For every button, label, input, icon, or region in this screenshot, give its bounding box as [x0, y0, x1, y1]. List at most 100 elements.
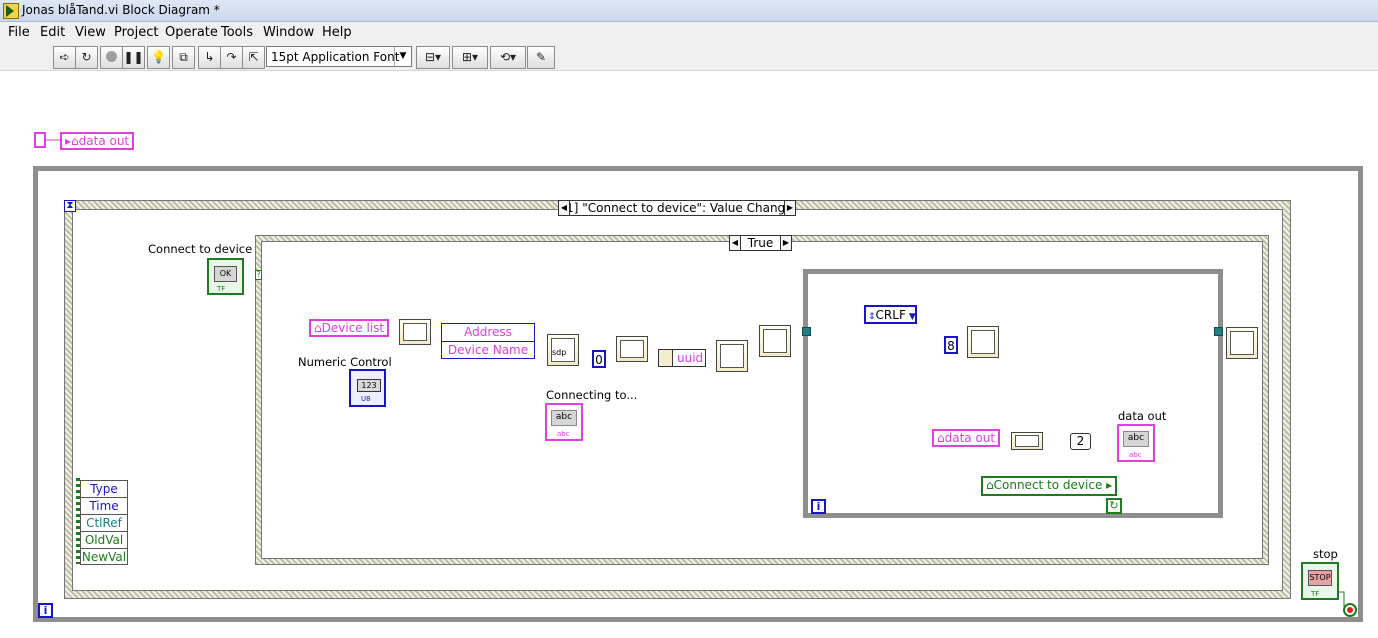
outer-while-loop[interactable] — [33, 166, 1363, 622]
run-continuously-icon[interactable]: ↻ — [75, 46, 98, 69]
bluetooth-close-icon — [763, 329, 787, 353]
bluetooth-close-icon — [1230, 331, 1254, 355]
stop-condition-icon[interactable] — [1343, 603, 1357, 617]
event-data-ctlref: CtlRef — [81, 515, 127, 532]
ok-button-glyph: OK — [214, 266, 237, 282]
bluetooth-sdp-icon: sdp — [551, 338, 575, 362]
string-indicator-glyph: abc — [1123, 431, 1149, 447]
bluetooth-close-connection-node[interactable] — [1226, 327, 1258, 359]
unbundle-address: Address — [464, 325, 512, 339]
stop-button-glyph: STOP — [1308, 570, 1332, 586]
index-array-node[interactable] — [399, 319, 431, 345]
connecting-to-label: Connecting to... — [546, 388, 638, 402]
connect-to-device-local-variable[interactable]: ⌂Connect to device ▸ — [981, 476, 1118, 496]
highlight-execution-icon[interactable]: 💡 — [147, 46, 170, 69]
event-data-newval: NewVal — [81, 550, 127, 564]
data-out-local-label: data out — [78, 134, 130, 148]
menu-project[interactable]: Project — [114, 25, 159, 40]
clean-up-diagram-icon[interactable]: ✎ — [527, 46, 555, 69]
data-out-local-variable-inner[interactable]: ⌂data out — [932, 429, 1001, 447]
align-objects-icon[interactable]: ⊟▾ — [416, 46, 450, 69]
menu-operate[interactable]: Operate — [165, 25, 218, 40]
menu-help[interactable]: Help — [322, 25, 352, 40]
outer-loop-iteration-terminal: i — [38, 603, 53, 618]
bool-type-label: TF — [1311, 590, 1320, 598]
data-out-local-variable[interactable]: ▸⌂data out — [60, 132, 135, 150]
device-list-label: Device list — [321, 321, 385, 335]
event-data-oldval: OldVal — [81, 532, 127, 549]
data-out-local-label: data out — [944, 431, 996, 445]
menu-view[interactable]: View — [75, 25, 106, 40]
menu-file[interactable]: File — [8, 25, 30, 40]
numeric-control-label: Numeric Control — [298, 355, 392, 369]
stop-dot-icon — [1347, 607, 1353, 613]
next-case-icon[interactable]: ▶ — [784, 201, 795, 215]
toolbar: ➪ ↻ ❚❚ 💡 ⧉ ↳ ↷ ⇱ 15pt Application Font ▼… — [0, 43, 1378, 71]
index-zero-constant[interactable]: 0 — [592, 350, 606, 368]
labview-app-icon — [3, 3, 19, 19]
event-data-node-border — [76, 478, 80, 564]
inner-loop-iteration-terminal: i — [811, 499, 826, 514]
event-data-node[interactable]: Type Time CtlRef OldVal NewVal — [80, 480, 128, 565]
prev-case-icon[interactable]: ◀ — [730, 236, 741, 250]
bool-type-label: TF — [217, 285, 226, 293]
case-structure-interior — [261, 241, 1263, 559]
block-diagram[interactable]: ▸⌂data out i ⧗ ◀ [1] "Connect to device"… — [0, 72, 1378, 638]
enum-arrows-icon: ⇕ — [868, 312, 876, 322]
event-case-selector[interactable]: ◀ [1] "Connect to device": Value Change … — [558, 200, 796, 216]
bytes-to-read-constant[interactable]: 8 — [944, 336, 958, 354]
run-arrow-icon[interactable]: ➪ — [53, 46, 76, 69]
abort-icon[interactable] — [100, 46, 123, 69]
event-case-label: [1] "Connect to device": Value Change — [561, 201, 793, 215]
bluetooth-discover-services-node[interactable]: sdp — [547, 334, 579, 366]
stop-button[interactable]: STOP TF — [1301, 562, 1339, 600]
connecting-to-indicator[interactable]: abc abc — [545, 403, 583, 441]
menu-window[interactable]: Window — [263, 25, 315, 40]
prev-case-icon[interactable]: ◀ — [559, 201, 570, 215]
retain-wire-values-icon[interactable]: ⧉ — [172, 46, 195, 69]
bluetooth-open-connection-node[interactable] — [716, 340, 748, 372]
step-out-icon[interactable]: ⇱ — [242, 46, 265, 69]
menu-edit[interactable]: Edit — [40, 25, 66, 40]
stop-label: stop — [1313, 547, 1338, 561]
reorder-icon[interactable]: ⟲▾ — [490, 46, 526, 69]
numeric-control-glyph: 123 — [357, 379, 381, 392]
numeric-control[interactable]: 123 U8 — [349, 369, 386, 407]
event-data-time: Time — [81, 498, 127, 515]
index-array-icon — [403, 323, 427, 341]
chevron-down-icon: ▼ — [394, 47, 411, 66]
event-timeout-icon[interactable]: ⧗ — [64, 200, 76, 212]
string-wire-stub[interactable] — [34, 132, 46, 148]
data-out-indicator[interactable]: abc abc — [1117, 424, 1155, 462]
unbundle-device-name: Device Name — [442, 341, 534, 358]
tunnel-out — [1214, 327, 1223, 336]
step-over-icon[interactable]: ↷ — [220, 46, 243, 69]
window-title: Jonas blåTand.vi Block Diagram * — [22, 3, 220, 17]
unbundle-uuid-node[interactable]: uuid — [658, 349, 706, 367]
device-list-local-variable[interactable]: ⌂Device list — [309, 319, 390, 337]
inner-while-loop[interactable] — [803, 269, 1223, 518]
case-selector[interactable]: ◀ True ▶ — [729, 235, 792, 251]
case-selector-terminal: ? — [255, 270, 262, 280]
unbundle-by-name-node[interactable]: Address Device Name — [441, 323, 535, 359]
next-case-icon[interactable]: ▶ — [780, 236, 791, 250]
font-select[interactable]: 15pt Application Font ▼ — [266, 46, 412, 67]
bluetooth-close-node[interactable] — [759, 325, 791, 357]
menu-tools[interactable]: Tools — [221, 25, 254, 40]
crlf-constant[interactable]: ⇕CRLF▼ — [864, 305, 917, 324]
constant-two[interactable]: 2 — [1070, 433, 1091, 450]
step-into-icon[interactable]: ↳ — [198, 46, 221, 69]
string-type-label: abc — [1129, 451, 1142, 459]
loop-continue-condition-icon[interactable]: ↻ — [1106, 498, 1122, 514]
bluetooth-read-node[interactable] — [967, 326, 999, 358]
concatenate-strings-node[interactable] — [1011, 432, 1043, 450]
font-select-value: 15pt Application Font — [271, 50, 400, 64]
index-array-node-2[interactable] — [616, 336, 648, 362]
pause-icon[interactable]: ❚❚ — [122, 46, 145, 69]
case-selector-label: True — [747, 236, 774, 250]
connect-to-device-button[interactable]: OK TF — [207, 258, 244, 295]
unbundle-icon — [659, 350, 673, 366]
distribute-objects-icon[interactable]: ⊞▾ — [452, 46, 488, 69]
chevron-down-icon: ▼ — [908, 312, 916, 322]
data-out-indicator-label: data out — [1118, 409, 1167, 423]
